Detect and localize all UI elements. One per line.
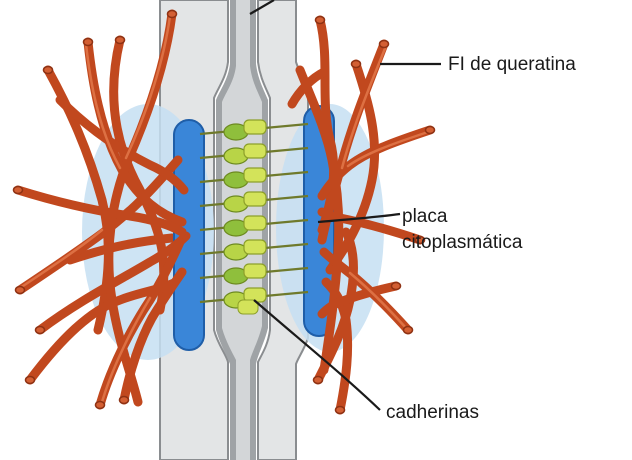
cadherin-bridge	[199, 143, 309, 165]
filament-end	[314, 15, 326, 25]
filament-end	[402, 325, 414, 335]
cadherin-bridge	[237, 299, 259, 315]
cadherin-bridge	[199, 215, 309, 237]
keratin-filaments-left-front	[13, 9, 191, 410]
filament-end	[42, 65, 54, 75]
filament-end	[424, 125, 436, 135]
cadherin-bridge	[199, 191, 309, 213]
filament-end	[166, 9, 178, 19]
filament-end	[334, 405, 346, 415]
filament-end	[114, 35, 126, 45]
keratin-filament-ends	[12, 9, 436, 415]
filament-end	[378, 39, 390, 49]
cadherin-bridge	[199, 263, 309, 285]
plaque-label-line2: citoplasmática	[402, 232, 523, 253]
cadherins-group	[199, 119, 309, 315]
keratin-label: FI de queratina	[448, 54, 576, 75]
filament-end	[82, 37, 94, 47]
top-leader	[249, 0, 275, 15]
plaque-leader	[317, 212, 401, 224]
plaque-label-line1: placa	[402, 206, 448, 227]
filament-end	[34, 325, 46, 335]
filament-end	[14, 285, 26, 295]
cadherins-leader	[253, 299, 381, 411]
cadherin-bridge	[199, 119, 309, 141]
filament-end	[118, 395, 130, 405]
filament-end	[94, 400, 106, 410]
keratin-filaments-right	[287, 15, 435, 415]
filament-end	[414, 235, 426, 245]
cadherin-bridge	[199, 239, 309, 261]
leader-lines	[249, 0, 441, 411]
cadherins-label: cadherinas	[386, 402, 479, 423]
cadherin-bridge	[199, 167, 309, 189]
filament-end	[312, 375, 324, 385]
filament-end	[350, 59, 362, 69]
filament-end	[24, 375, 36, 385]
filament-end	[390, 281, 402, 291]
filament-end	[12, 185, 24, 195]
